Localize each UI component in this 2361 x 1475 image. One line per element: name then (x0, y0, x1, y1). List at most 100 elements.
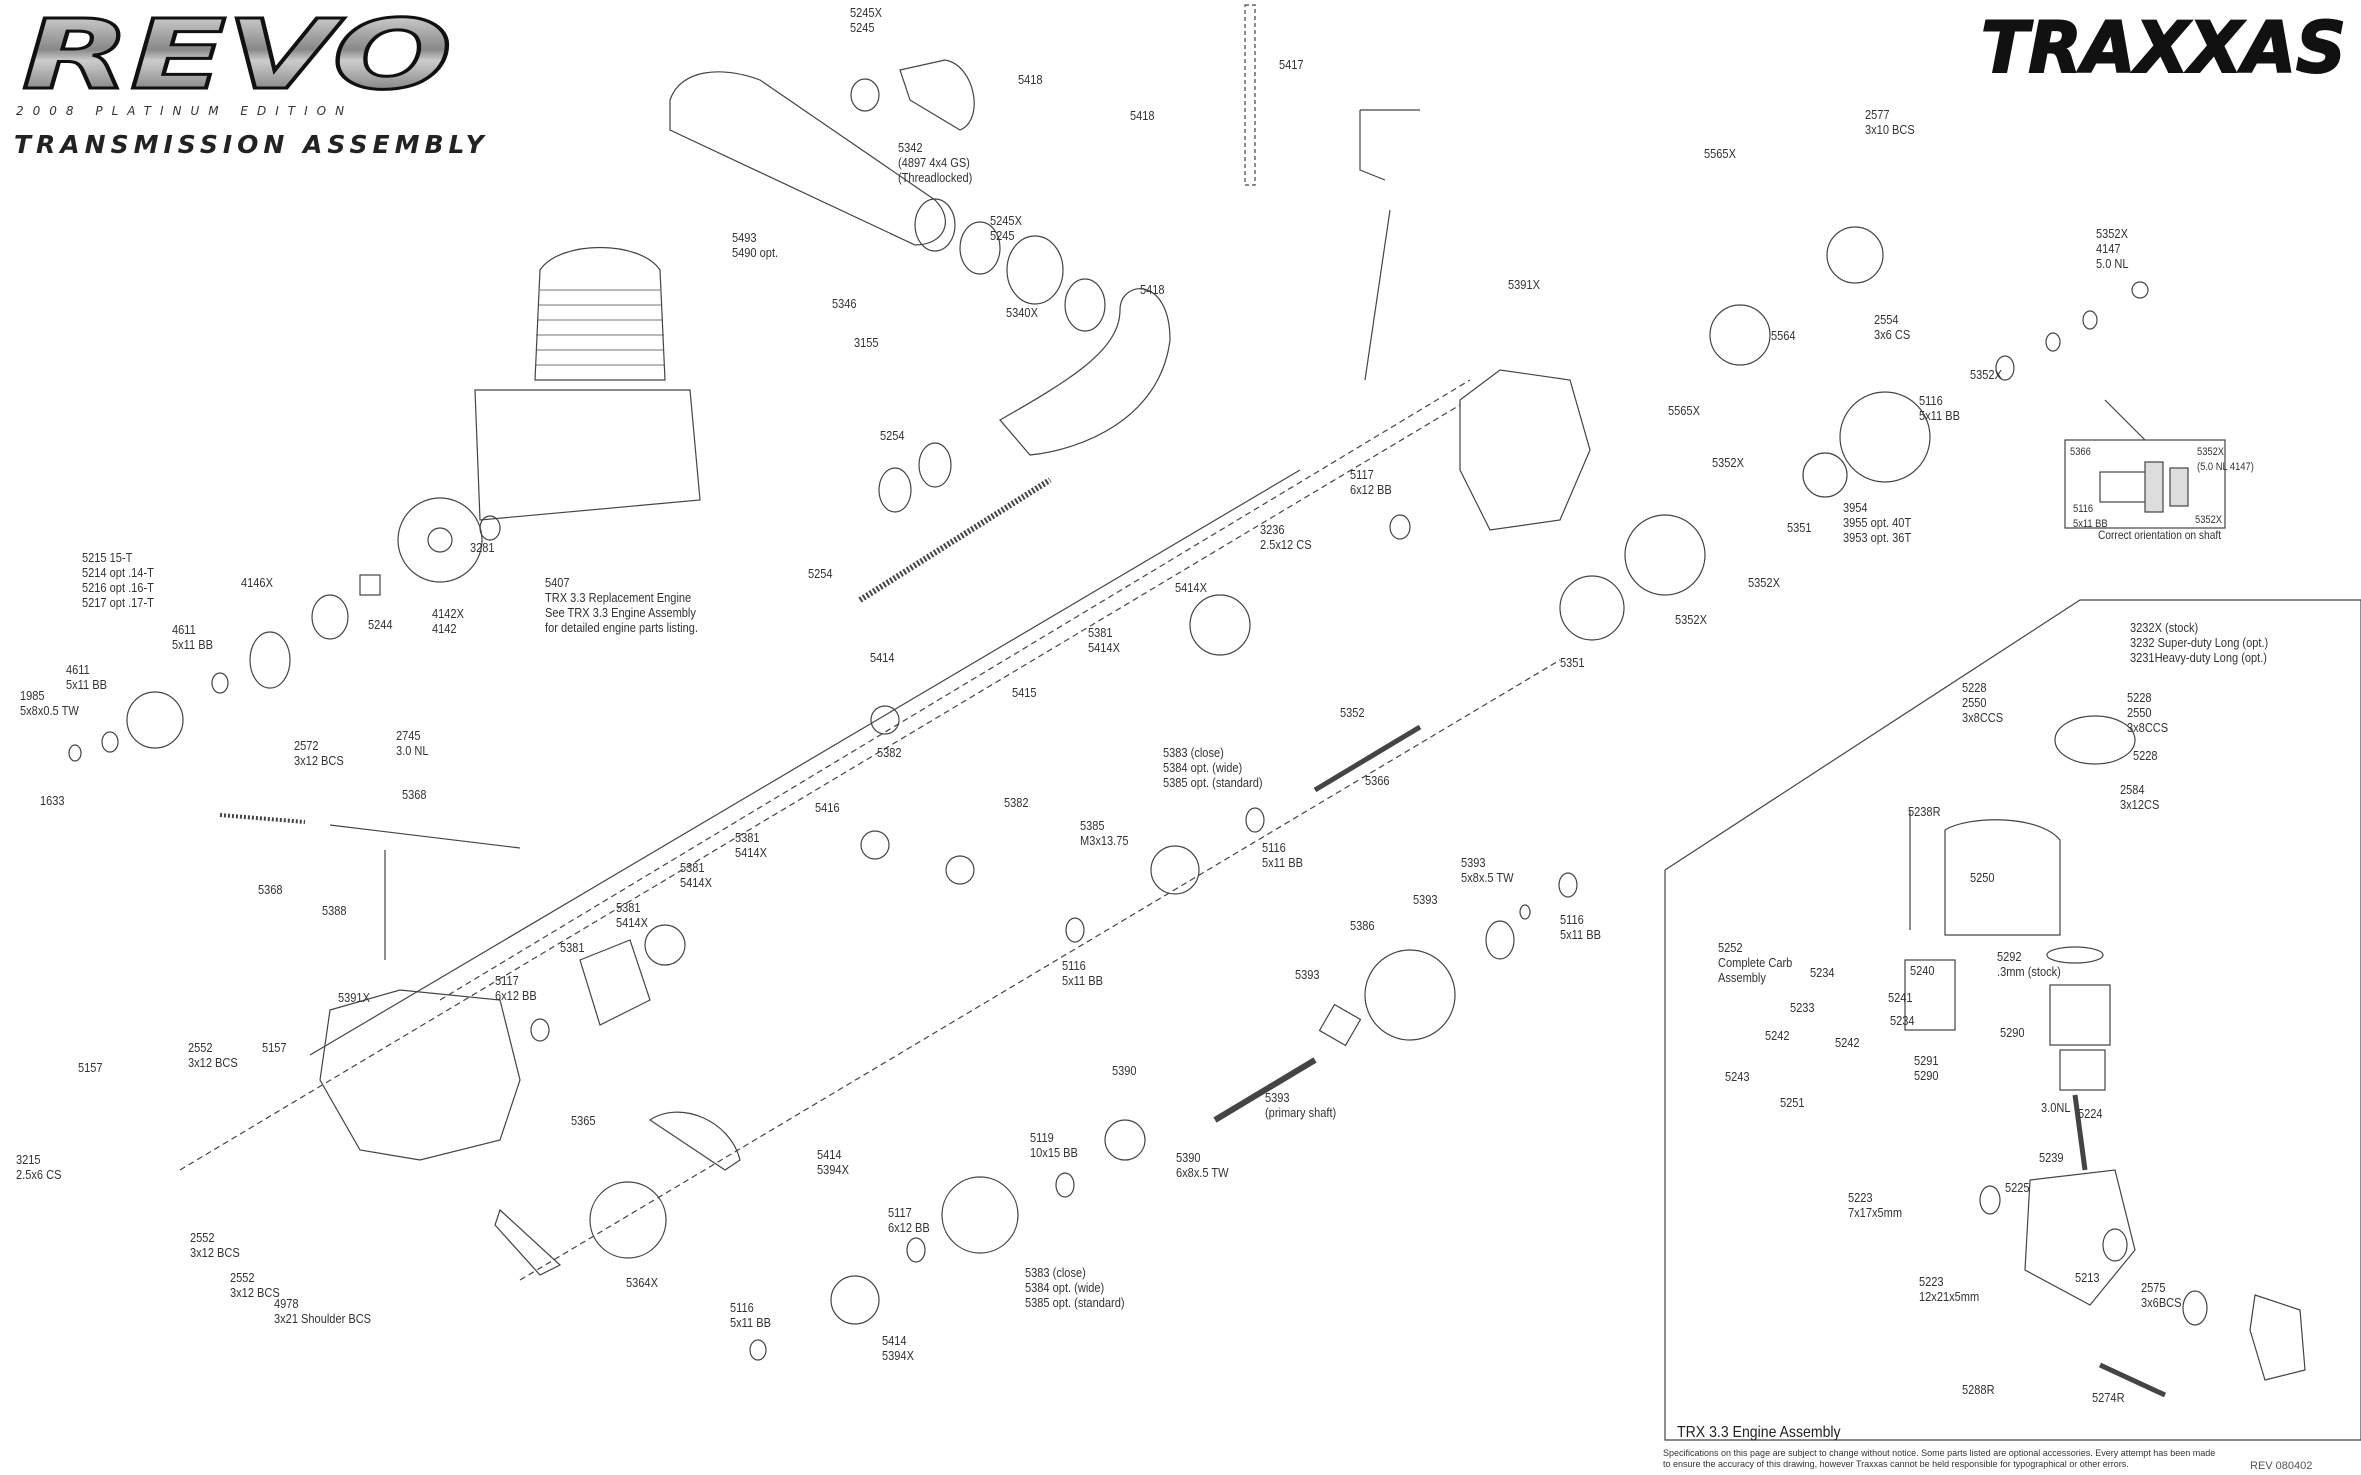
inset-bearing (2144, 461, 2164, 513)
callout-3215: 3215 2.5x6 CS (16, 1152, 62, 1182)
callout-5223-large: 5223 12x21x5mm (1919, 1274, 1980, 1304)
gear-bevel (870, 705, 900, 735)
washer (68, 744, 82, 762)
callout-1633: 1633 (40, 793, 65, 808)
callout-5116-d: 5116 5x11 BB (730, 1300, 771, 1330)
clutch-housing (1459, 369, 1591, 531)
hub-5393 (1318, 1003, 1362, 1047)
callout-5116-b: 5116 5x11 BB (1062, 958, 1103, 988)
callout-5351: 5351 (1560, 655, 1585, 670)
engine-fins (536, 289, 664, 366)
engine-crankcase (474, 389, 701, 521)
callout-5340X: 5340X (1006, 305, 1038, 320)
inset-caption: Correct orientation on shaft (2098, 528, 2222, 542)
bearing (101, 731, 119, 753)
linkage-5418 (1359, 109, 1420, 181)
callout-5390-pin: 5390 (1112, 1063, 1137, 1078)
callout-5414-upper: 5414 5394X (817, 1147, 849, 1177)
callout-5414: 5414 (870, 650, 895, 665)
callout-3155: 3155 (854, 335, 879, 350)
exhaust-gasket (918, 442, 952, 488)
callout-2584: 2584 3x12CS (2120, 782, 2160, 812)
callout-5365: 5365 (571, 1113, 596, 1128)
callout-5225: 5225 (2005, 1180, 2030, 1195)
callout-2575: 2575 3x6BCS (2141, 1280, 2182, 1310)
callout-3.0NL: 3.0NL (2041, 1100, 2071, 1115)
callout-5366: 5366 (1365, 773, 1390, 788)
callout-5346: 5346 (832, 296, 857, 311)
bearing (479, 515, 501, 541)
revo-logo: REVO (21, 4, 454, 104)
bearing (1389, 514, 1411, 540)
callout-5565X-b: 5565X (1668, 403, 1700, 418)
callout-5242-a: 5242 (1765, 1028, 1790, 1043)
callout-5242-b: 5242 (1835, 1035, 1860, 1050)
callout-5351-carrier: 5351 (1787, 520, 1812, 535)
callout-5418-b: 5418 (1130, 108, 1155, 123)
spur-gear-3954 (1839, 391, 1931, 483)
inset-label-5116: 5116 5x11 BB (2073, 503, 2108, 530)
brake-caliper (648, 1111, 741, 1171)
callout-4611-a: 4611 5x11 BB (172, 622, 213, 652)
exhaust-elbow-ring (850, 78, 880, 112)
clutch-spring (311, 594, 349, 640)
callout-5368-b: 5368 (258, 882, 283, 897)
gear-5383-upper (1150, 845, 1200, 895)
exhaust-elbow (899, 59, 975, 131)
callout-5116-c: 5116 5x11 BB (1560, 912, 1601, 942)
gear-5383-lower (941, 1176, 1019, 1254)
callout-5250: 5250 (1970, 870, 1995, 885)
callout-5234-b: 5234 (1890, 1013, 1915, 1028)
nut (359, 574, 381, 596)
part-group-bracket (1244, 4, 1256, 186)
washer (2045, 332, 2061, 352)
callout-5564: 5564 (1771, 328, 1796, 343)
gear-5414-lower (830, 1275, 880, 1325)
callout-5381-c: 5381 5414X (680, 860, 712, 890)
disc-upper (1826, 226, 1884, 284)
clutch-plate (1624, 514, 1706, 596)
callout-5290: 5290 (2000, 1025, 2025, 1040)
callout-5415: 5415 (1012, 685, 1037, 700)
callout-5383-upper: 5383 (close) 5384 opt. (wide) 5385 opt. … (1163, 745, 1263, 790)
callout-2745: 2745 3.0 NL (396, 728, 429, 758)
callout-5241: 5241 (1888, 990, 1913, 1005)
callout-5393-hub: 5393 (1295, 967, 1320, 982)
carrier-5351 (1802, 452, 1848, 498)
callout-3232X-glow-plug: 3232X (stock) 3232 Super-duty Long (opt.… (2130, 620, 2269, 665)
callout-5215-clutch-bell: 5215 15-T 5214 opt .14-T 5216 opt .16-T … (82, 550, 154, 610)
callout-5565X-a: 5565X (1704, 146, 1736, 161)
callout-5254-spring: 5254 (808, 566, 833, 581)
callout-5352X-shoe: 5352X (1712, 455, 1744, 470)
callout-2552-c: 2552 3x12 BCS (230, 1270, 280, 1300)
callout-2552-a: 2552 3x12 BCS (188, 1040, 238, 1070)
callout-5228-b: 5228 2550 3x8CCS (2127, 690, 2169, 735)
clutch-shoe-5351 (1559, 575, 1625, 641)
traxxas-logo-text: TRAXXAS (1981, 8, 2346, 84)
exhaust-spring (858, 477, 1052, 603)
bearing (1055, 1172, 1075, 1198)
callout-5252-carb: 5252 Complete Carb Assembly (1718, 940, 1793, 985)
engine-assembly-frame (1664, 599, 2361, 1441)
callout-5224: 5224 (2078, 1106, 2103, 1121)
callout-5245X-lower: 5245X 5245 (990, 213, 1022, 243)
backplate-5274R (2249, 1294, 2306, 1381)
housing-outline-line (519, 659, 1561, 1281)
bearing-5223-large (2102, 1228, 2128, 1262)
callout-5352X-nut: 5352X 4147 5.0 NL (2096, 226, 2129, 271)
callout-5393-tw: 5393 5x8x.5 TW (1461, 855, 1514, 885)
clutch-bell (126, 691, 184, 749)
bearing (906, 1237, 926, 1263)
callout-5418-c: 5418 (1140, 282, 1165, 297)
callout-5342: 5342 (4897 4x4 GS) (Threadlocked) (898, 140, 973, 185)
callout-2554: 2554 3x6 CS (1874, 312, 1911, 342)
callout-5245X-upper: 5245X 5245 (850, 5, 882, 35)
disc-5564 (1709, 304, 1771, 366)
housing-outline-line (309, 469, 1301, 1056)
brake-disc (589, 1181, 667, 1259)
inset-shaft (2099, 471, 2161, 503)
callout-5414X: 5414X (1175, 580, 1207, 595)
heat-sink-5228 (2054, 715, 2136, 765)
callout-5352: 5352 (1340, 705, 1365, 720)
gear-5416 (860, 830, 890, 860)
